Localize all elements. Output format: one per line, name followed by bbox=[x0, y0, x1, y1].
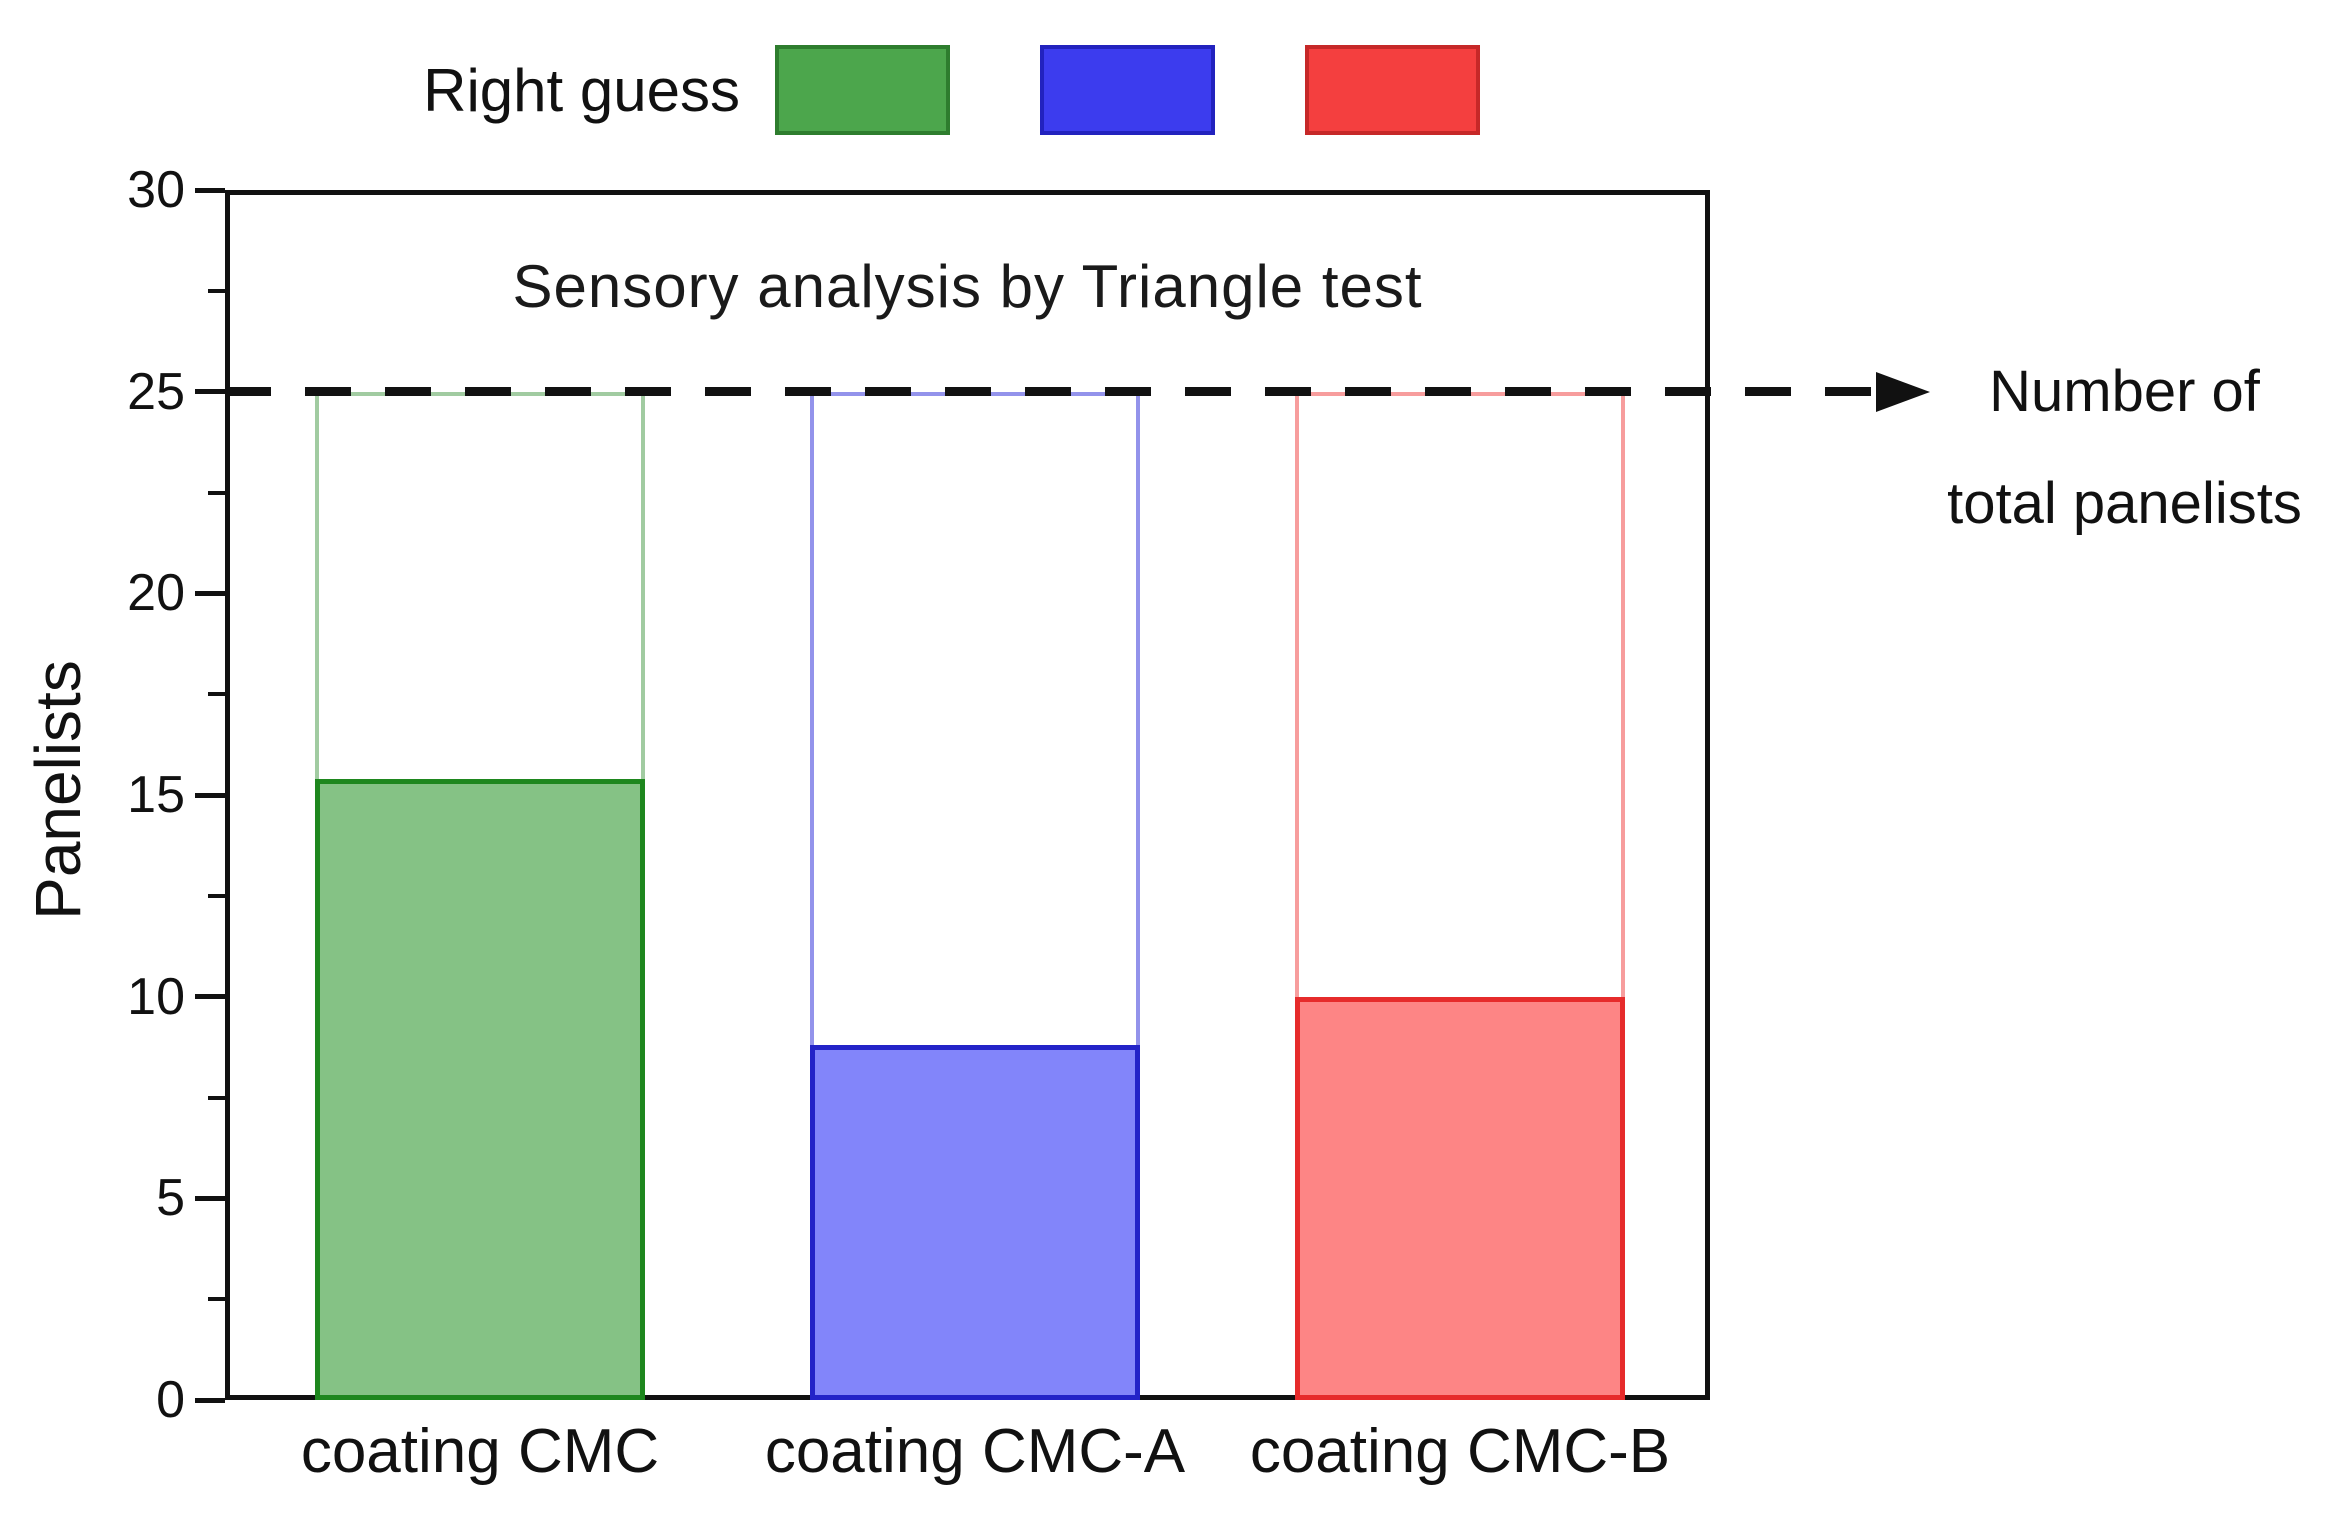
y-major-tick-25 bbox=[195, 389, 225, 395]
legend-swatch-1 bbox=[1040, 45, 1215, 135]
y-minor-tick-17.5 bbox=[208, 692, 225, 697]
total-panelists-annotation: Number of total panelists bbox=[1915, 336, 2334, 560]
annotation-line-1: Number of bbox=[1989, 359, 2260, 424]
annotation-line-2: total panelists bbox=[1947, 471, 2302, 536]
x-tick-label-1: coating CMC-A bbox=[764, 1417, 1186, 1486]
bar-right-guess-1 bbox=[810, 1045, 1140, 1400]
y-tick-label-0: 0 bbox=[156, 1371, 185, 1429]
y-tick-label-30: 30 bbox=[127, 161, 185, 219]
arrowhead-icon bbox=[1876, 371, 1930, 412]
y-minor-tick-22.5 bbox=[208, 490, 225, 495]
y-tick-label-15: 15 bbox=[127, 766, 185, 824]
y-minor-tick-27.5 bbox=[208, 288, 225, 293]
legend-label-right-guess: Right guess bbox=[423, 56, 740, 124]
y-major-tick-5 bbox=[195, 1195, 225, 1201]
legend-swatch-0 bbox=[775, 45, 950, 135]
y-tick-label-20: 20 bbox=[127, 564, 185, 623]
total-panelists-dashed-line bbox=[225, 387, 1878, 397]
y-minor-tick-7.5 bbox=[208, 1095, 225, 1100]
y-tick-label-25: 25 bbox=[127, 362, 185, 421]
legend-swatch-2 bbox=[1305, 45, 1480, 135]
y-tick-label-5: 5 bbox=[156, 1169, 185, 1228]
y-minor-tick-2.5 bbox=[208, 1297, 225, 1302]
chart-title: Sensory analysis by Triangle test bbox=[512, 253, 1423, 320]
y-major-tick-0 bbox=[195, 1397, 225, 1403]
bar-right-guess-2 bbox=[1295, 996, 1625, 1400]
y-major-tick-20 bbox=[195, 590, 225, 596]
x-tick-label-2: coating CMC-B bbox=[1249, 1417, 1671, 1486]
chart-legend: Right guess bbox=[0, 0, 2334, 150]
bar-right-guess-0 bbox=[315, 778, 645, 1400]
y-major-tick-10 bbox=[195, 994, 225, 1000]
x-tick-label-0: coating CMC bbox=[300, 1417, 660, 1486]
y-major-tick-15 bbox=[195, 792, 225, 798]
y-minor-tick-12.5 bbox=[208, 893, 225, 898]
y-tick-label-10: 10 bbox=[127, 967, 185, 1026]
y-major-tick-30 bbox=[195, 187, 225, 193]
